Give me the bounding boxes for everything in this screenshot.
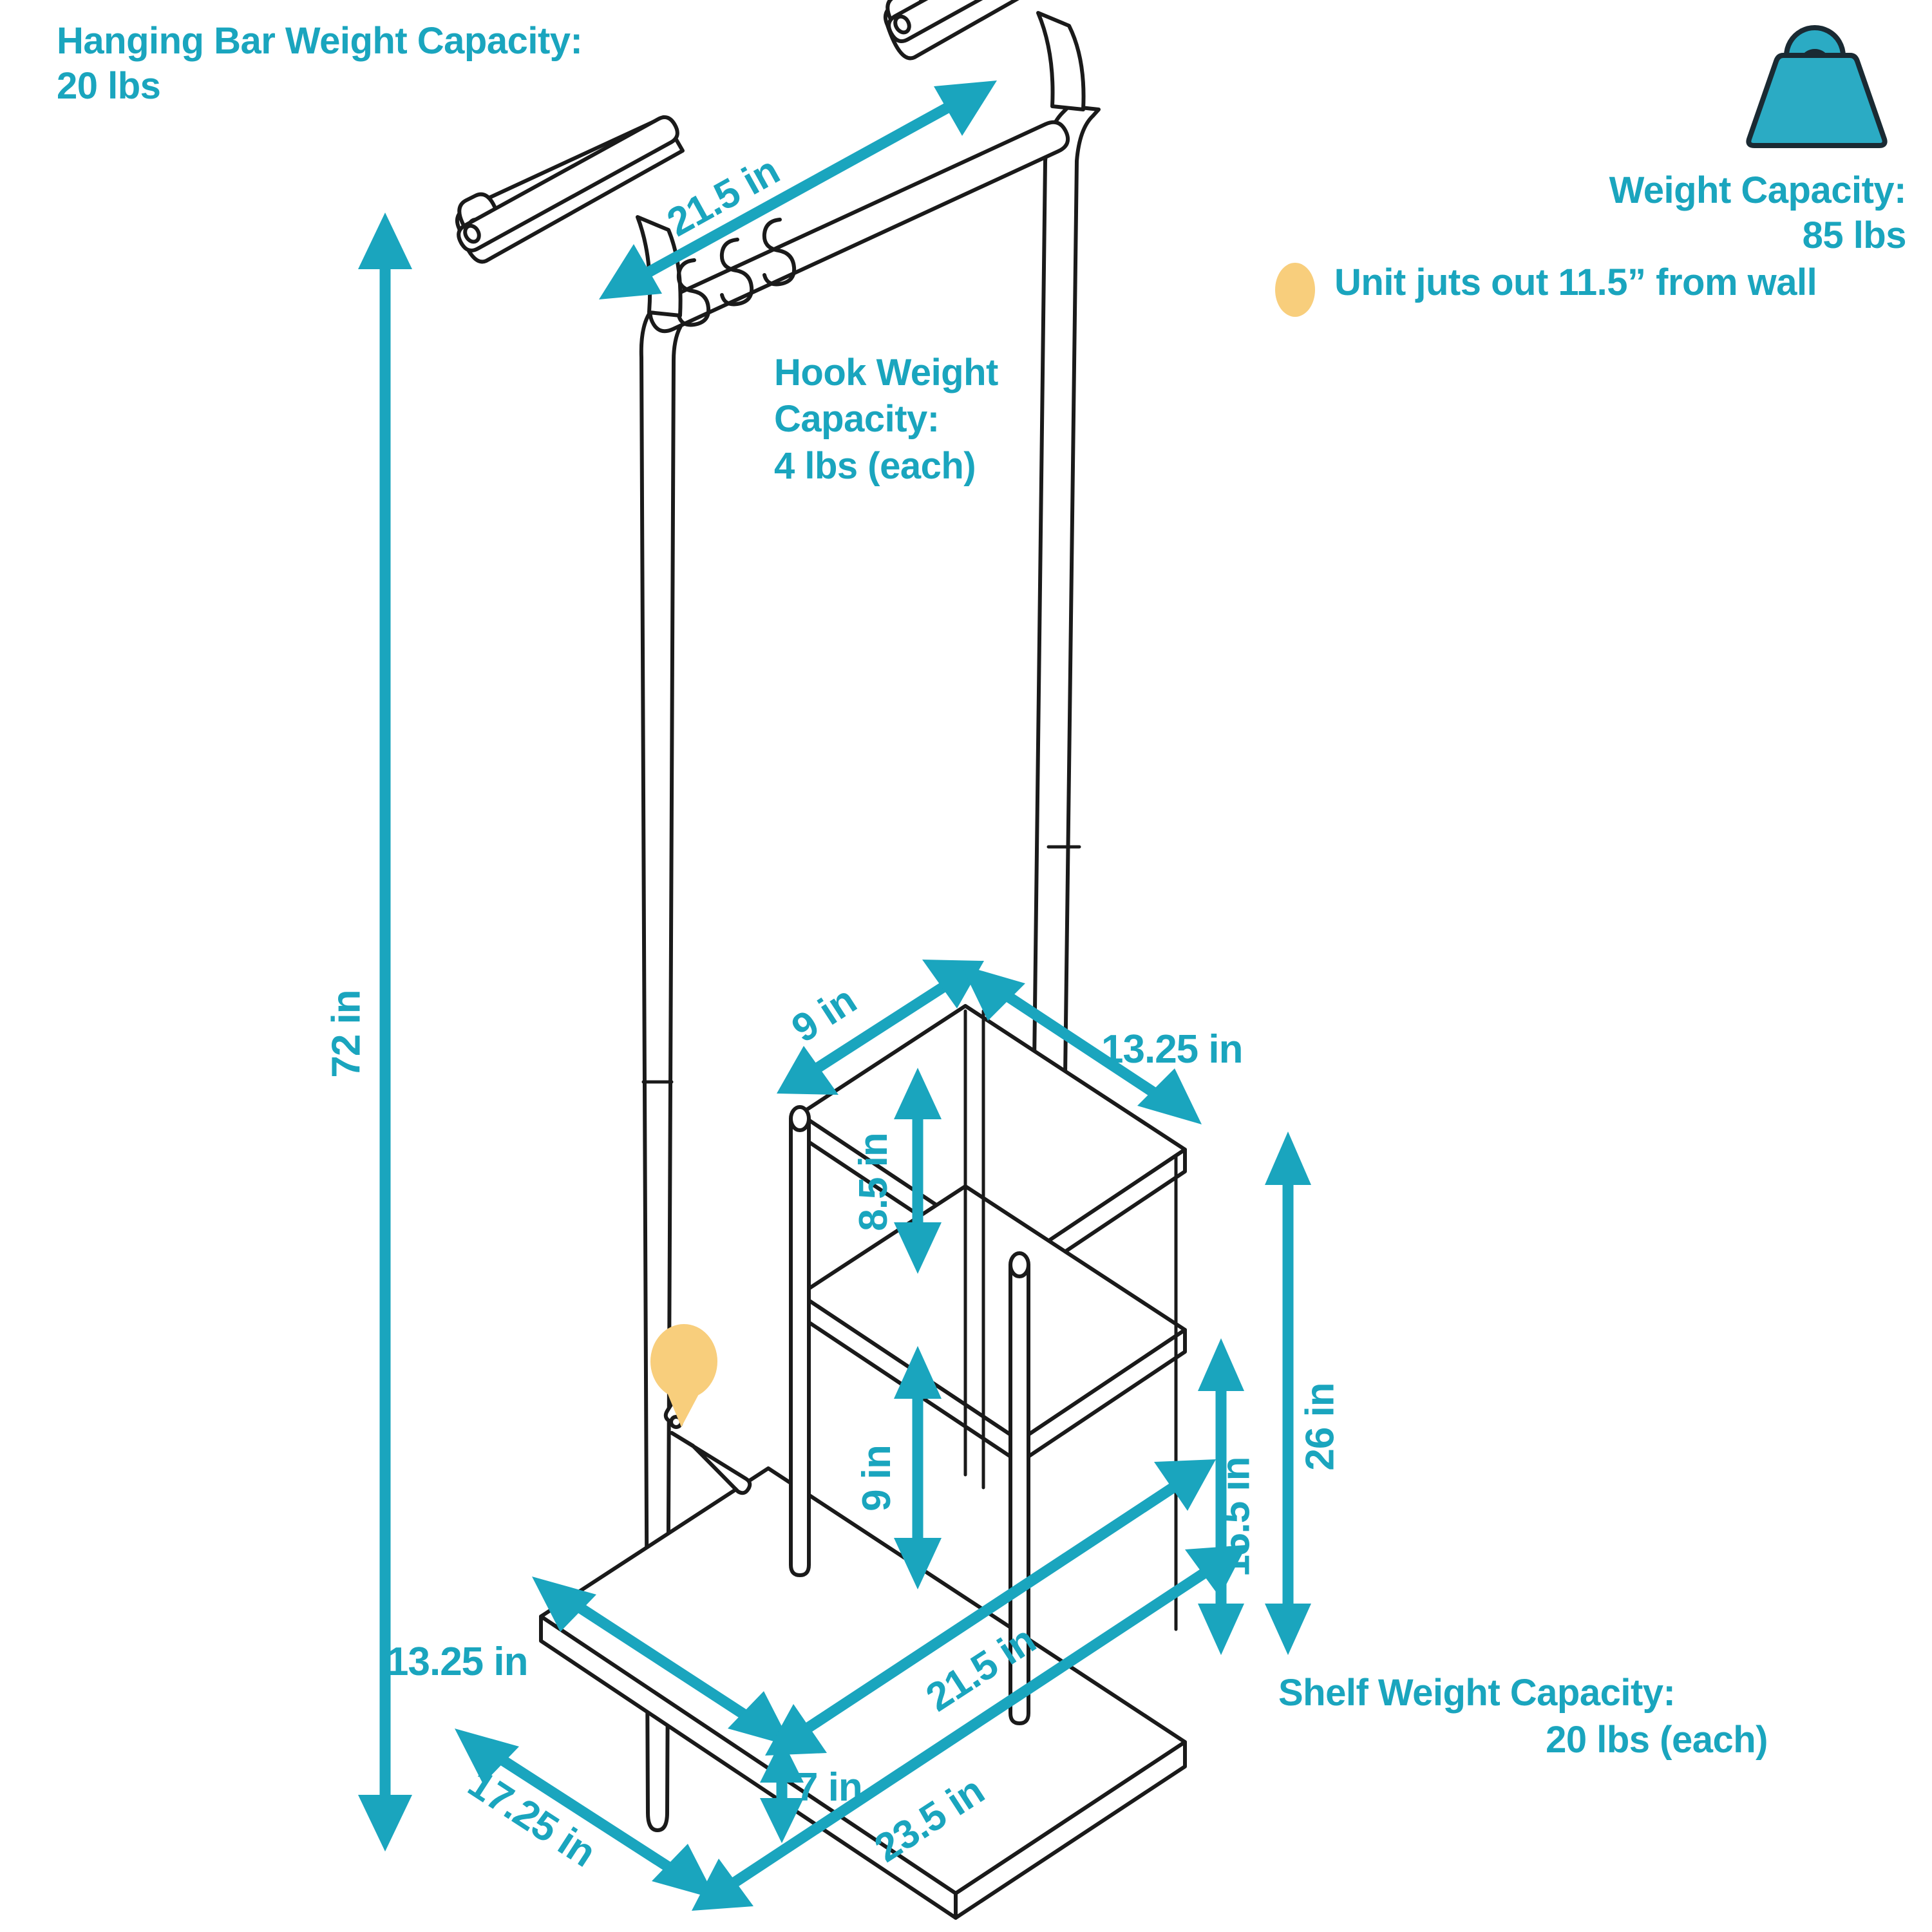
hook-capacity-title-line2: Capacity:: [774, 398, 940, 440]
dim-arrow-7in: [760, 1739, 804, 1843]
shelf-post-front-middle: [1009, 1251, 1030, 1725]
hanging-bar-capacity-title: Hanging Bar Weight Capacity:: [57, 20, 583, 62]
rack-frame: [455, 0, 1187, 1920]
shelf-bottom: [539, 1466, 1187, 1920]
dim-label-bottom-shelf-rise: 7 in: [796, 1765, 863, 1810]
dim-label-middle-shelf-height: 15.5 in: [1213, 1457, 1258, 1577]
weight-icon: [1746, 25, 1888, 148]
hook-capacity-value: 4 lbs (each): [774, 445, 976, 487]
dim-label-gap-upper: 8.5 in: [851, 1133, 896, 1231]
shelf-capacity-title: Shelf Weight Capacity:: [1278, 1672, 1676, 1714]
hanging-bar-capacity-value: 20 lbs: [57, 65, 161, 107]
dim-arrow-gap-9in: [894, 1346, 942, 1589]
hook-capacity-title-line1: Hook Weight: [774, 352, 998, 393]
hanging-bar: [648, 120, 1070, 334]
dim-arrow-top-shelf-width-13-25in: [961, 965, 1202, 1124]
overall-capacity-title: Weight Capacity:: [1609, 169, 1907, 211]
arm-right-tube: [887, 0, 983, 43]
dim-arrow-bottom-depth-13-25in: [532, 1577, 792, 1747]
dim-arrow-gap-8-5in: [894, 1068, 942, 1274]
dim-label-bottom-shelf-depth: 13.25 in: [386, 1640, 528, 1684]
s-hook: [762, 218, 797, 287]
shelf-post-rear: [963, 1009, 985, 1490]
wall-standoff-bullet-icon: [1275, 263, 1315, 317]
dim-arrow-72in: [358, 213, 412, 1852]
dim-label-top-shelf-height: 26 in: [1298, 1383, 1343, 1471]
s-hook: [719, 238, 754, 307]
shelf-post-front-left: [789, 1105, 811, 1577]
dim-label-top-shelf-width: 13.25 in: [1101, 1027, 1243, 1072]
arm-left-tube: [457, 115, 679, 252]
dim-arrow-footprint-depth-17-25in: [455, 1728, 716, 1899]
post-left-front: [639, 300, 693, 1832]
dim-arrow-footprint-width-23-5in: [692, 1545, 1247, 1911]
shelf-capacity-value: 20 lbs (each): [1546, 1719, 1768, 1761]
s-hook: [676, 258, 711, 327]
wall-standoff-pin-marker: [650, 1324, 717, 1427]
wall-standoff-note: Unit juts out 11.5” from wall: [1334, 261, 1817, 303]
dim-label-height-total: 72 in: [324, 990, 369, 1078]
dim-label-gap-lower: 9 in: [854, 1445, 899, 1511]
dimension-arrows: [358, 80, 1311, 1911]
overall-capacity-value: 85 lbs: [1802, 214, 1907, 256]
dim-arrow-top-bar-21-5in: [599, 80, 997, 299]
s-hooks: [676, 218, 797, 327]
dim-arrow-26in: [1265, 1132, 1311, 1655]
